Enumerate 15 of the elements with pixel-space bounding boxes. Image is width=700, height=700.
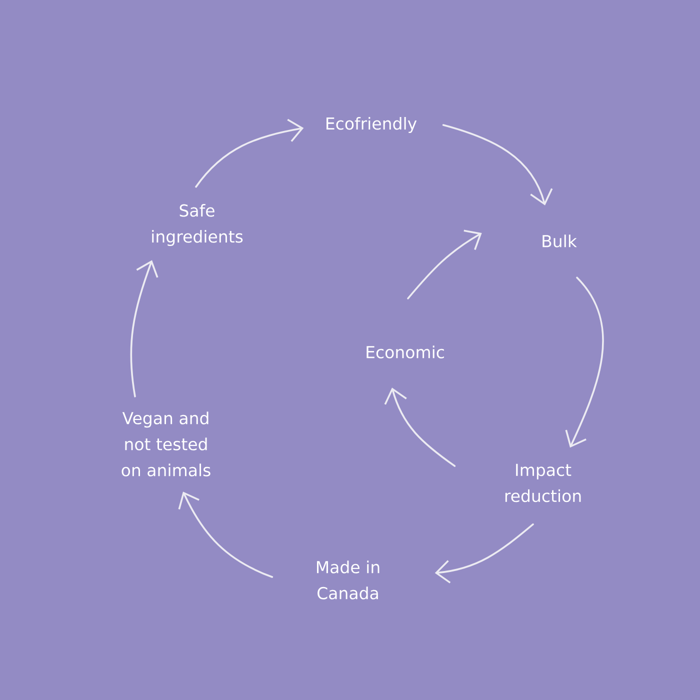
step-label: Ecofriendly (326, 117, 417, 133)
curved-arrow (195, 118, 304, 188)
curved-arrow (434, 523, 534, 584)
curved-arrow (384, 388, 456, 467)
curved-arrow (442, 124, 553, 206)
step-label: Safe ingredients (152, 204, 243, 246)
curved-arrow (407, 230, 482, 300)
curved-arrow (130, 260, 158, 398)
step-label: Impact reduction (505, 464, 581, 502)
step-label: Bulk (542, 234, 577, 248)
step-label: Made in Canada (317, 560, 380, 600)
step-label: Vegan and not tested on animals (122, 412, 210, 476)
curved-arrow (178, 492, 274, 578)
curved-arrow (565, 276, 604, 448)
step-label: Economic (366, 346, 444, 358)
